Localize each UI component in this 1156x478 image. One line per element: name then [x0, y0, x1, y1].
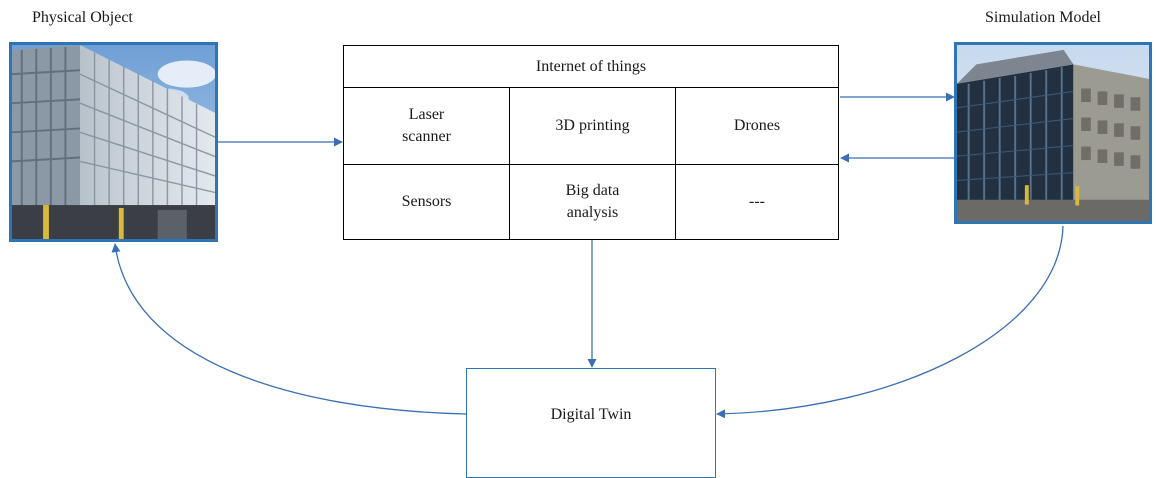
iot-cell-sensors: Sensors [344, 163, 509, 240]
iot-cell-drones: Drones [675, 88, 838, 164]
simulation-model-photo [954, 42, 1152, 224]
digital-twin-box: Digital Twin [466, 368, 716, 478]
iot-cell-placeholder: --- [675, 163, 838, 239]
physical-object-caption: Physical Object [32, 9, 133, 26]
iot-table: Internet of things Laser scanner 3D prin… [343, 45, 839, 240]
iot-cell-3d-printing: 3D printing [509, 88, 675, 164]
diagram-canvas: Physical Object [9, 9, 1152, 478]
digital-twin-label: Digital Twin [550, 406, 632, 423]
physical-object-photo [9, 42, 218, 242]
arrow-simulation-to-digital-twin [716, 225, 1064, 419]
iot-cell-laser-scanner: Laser scanner [402, 105, 451, 145]
building-photo-left [12, 45, 215, 239]
iot-table-title: Internet of things [344, 46, 838, 88]
iot-cell-big-data-analysis: Big data analysis [509, 163, 675, 239]
building-photo-right [957, 45, 1149, 221]
arrow-digital-twin-to-physical [111, 243, 467, 415]
simulation-model-caption: Simulation Model [985, 9, 1101, 26]
